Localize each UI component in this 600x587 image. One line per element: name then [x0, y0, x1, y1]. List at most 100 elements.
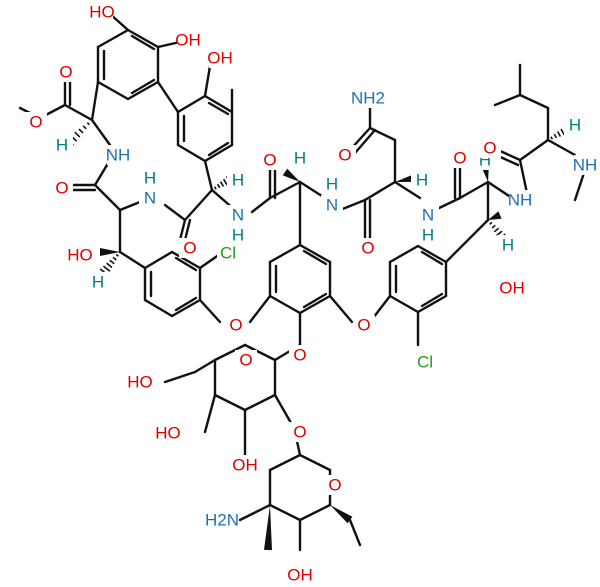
ring-bond: [388, 244, 420, 264]
label-backdrop: [449, 148, 471, 168]
sugar-ring-bond: [243, 393, 277, 412]
amide-nitrogen-label: NH: [508, 191, 533, 210]
chloro-bond: [198, 252, 222, 270]
amine-bond: [238, 503, 272, 522]
label-backdrop: [51, 178, 73, 198]
sugar-ring-bond: [243, 343, 277, 362]
stereo-h-bond: [216, 183, 221, 189]
sugar-ring-bond: [298, 453, 332, 472]
methyl-bond: [493, 93, 522, 107]
label-backdrop: [227, 205, 249, 225]
stereo-h-bond: [493, 227, 500, 233]
nh-bond: [546, 138, 577, 157]
stereo-h-bond: [553, 133, 558, 139]
bond: [203, 159, 214, 192]
ring-double-bond: [302, 292, 328, 309]
stereo-h-bond: [112, 256, 117, 261]
label-backdrop: [51, 135, 73, 155]
stereo-h-bond: [213, 186, 217, 190]
chlorine-label: Cl: [220, 244, 236, 263]
amide-nitrogen-label: N: [422, 206, 434, 225]
ring-bond: [388, 294, 420, 314]
ring-bond: [96, 28, 130, 49]
ring-double-bond: [174, 256, 198, 272]
stereo-h-bond: [222, 178, 228, 186]
label-backdrop: [411, 170, 433, 190]
bond: [63, 103, 94, 122]
ring-bond: [268, 243, 302, 264]
bond: [183, 188, 214, 222]
ring-bond: [298, 294, 332, 315]
bond: [163, 203, 187, 222]
stereo-h-bond: [86, 122, 90, 126]
label-backdrop: [139, 168, 161, 188]
stereo-h-label: H: [569, 116, 581, 135]
label-backdrop: [55, 62, 77, 82]
sugar-ring-bond: [298, 503, 332, 522]
label-backdrop: [129, 372, 151, 392]
label-backdrop: [69, 245, 91, 265]
label-backdrop: [324, 475, 346, 495]
ring-bond: [203, 94, 234, 114]
ring-bond: [176, 143, 207, 163]
glycoside-oxygen-label: O: [293, 423, 306, 442]
glycoside-oxygen-label: O: [293, 346, 306, 365]
ether-bond: [248, 294, 272, 324]
stereo-h-bond: [74, 131, 81, 138]
ring-oxygen-label: O: [239, 351, 252, 370]
stereo-h-label: H: [56, 136, 68, 155]
ether-oxygen-label: O: [229, 316, 242, 335]
ring-bond: [416, 294, 448, 314]
carbonyl-oxygen-label: O: [55, 179, 68, 198]
label-backdrop: [357, 238, 379, 258]
hydroxyl-label: OH: [499, 279, 525, 298]
stereo-h-bond: [491, 224, 496, 229]
label-backdrop: [25, 112, 47, 132]
label-backdrop: [139, 188, 161, 208]
bond: [458, 180, 490, 200]
bond: [363, 180, 397, 202]
label-backdrop: [289, 345, 311, 365]
stereo-wedge: [282, 168, 300, 182]
ether-bond: [198, 298, 222, 324]
label-backdrop: [321, 174, 343, 194]
ring-bond: [416, 244, 448, 264]
stereo-wedge: [488, 211, 502, 220]
carbonyl-oxygen-label: O: [59, 63, 72, 82]
bond-layer: [18, 12, 587, 552]
stereo-h-bond: [82, 125, 87, 130]
amide-nitrogen-label: N: [232, 206, 244, 225]
sugar-ring-bond: [213, 393, 247, 412]
label-backdrop: [321, 195, 343, 215]
label-backdrop: [574, 155, 596, 175]
label-backdrop: [87, 272, 109, 292]
label-backdrop: [479, 138, 501, 158]
stereo-h-bond: [109, 259, 115, 265]
carbonyl-bond: [496, 148, 522, 162]
amide-h-label: H: [232, 226, 244, 245]
ring-double-bond: [130, 78, 156, 95]
stereo-h-label: H: [92, 273, 104, 292]
hydroxyl-label: HO: [67, 246, 93, 265]
label-backdrop: [353, 315, 375, 335]
amide-nitrogen-label: N: [144, 189, 156, 208]
ring-bond: [96, 80, 130, 101]
stereo-h-bond: [556, 131, 562, 137]
label-backdrop: [417, 205, 439, 225]
ring-double-bond: [207, 101, 230, 116]
label-backdrop: [227, 225, 249, 245]
bond: [444, 218, 490, 264]
bond: [518, 138, 550, 162]
stereo-h-bond: [106, 262, 113, 269]
label-backdrop: [177, 30, 199, 50]
carbonyl-oxygen-label: O: [453, 149, 466, 168]
ring-bond: [176, 94, 207, 114]
stereo-wedge: [100, 248, 120, 256]
chlorine-label: Cl: [417, 353, 433, 372]
hydroxyl-label: OH: [232, 456, 258, 475]
sugar-ring-bond: [268, 503, 302, 522]
label-backdrop: [227, 170, 249, 190]
stereo-wedge: [395, 174, 416, 182]
